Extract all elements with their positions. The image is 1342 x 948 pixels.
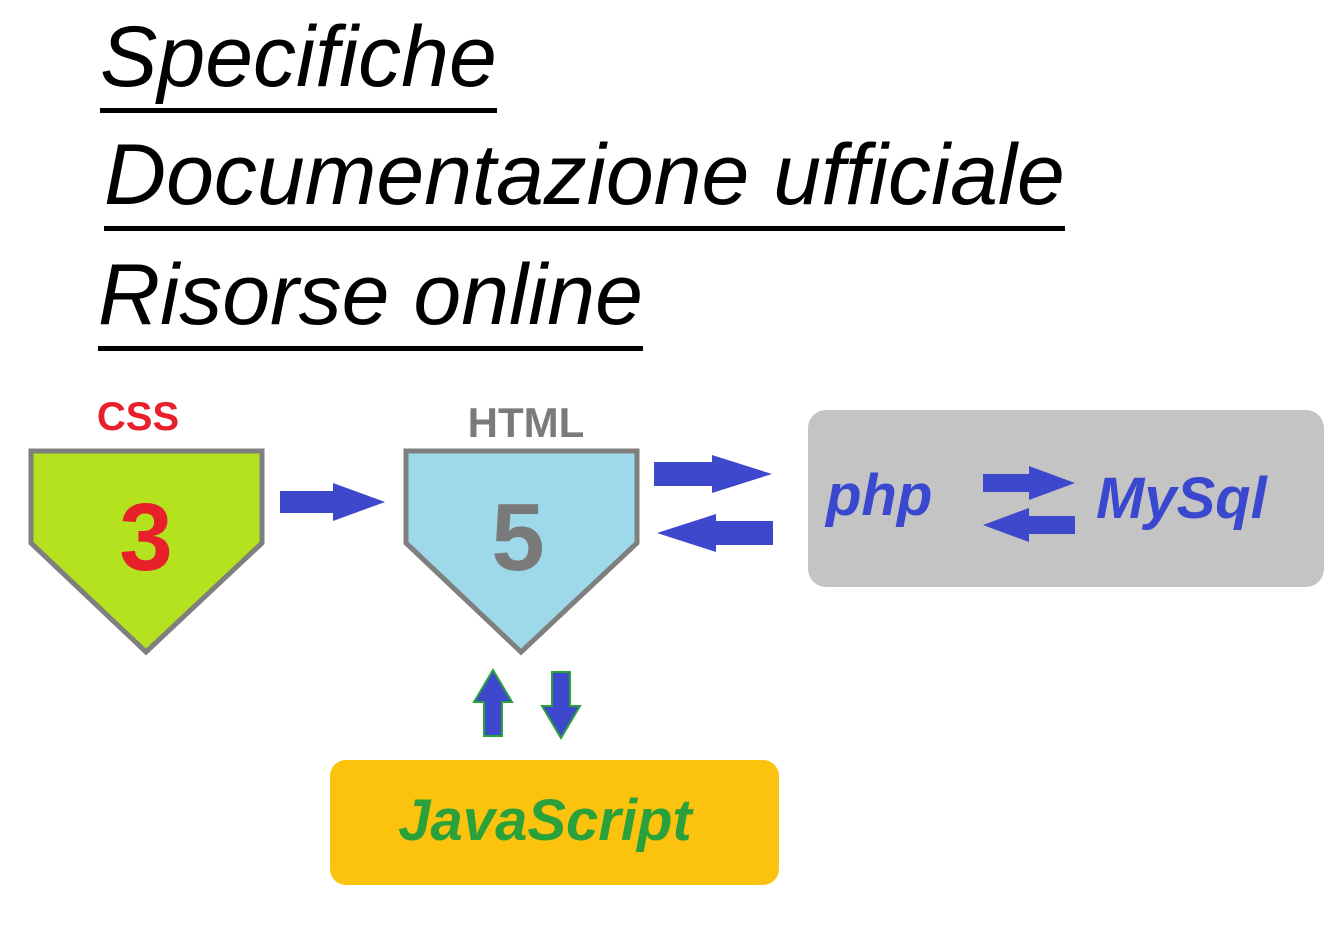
heading-documentazione-ufficiale: Documentazione ufficiale xyxy=(104,132,1065,231)
php-label: php xyxy=(824,463,932,528)
server-box: php MySql xyxy=(808,410,1324,587)
css-shield-shape xyxy=(28,448,265,656)
html-label: HTML xyxy=(468,399,585,446)
mysql-label: MySql xyxy=(1096,466,1269,531)
javascript-box: JavaScript xyxy=(330,760,779,885)
arrow-js-to-html xyxy=(472,668,514,737)
javascript-label: JavaScript xyxy=(398,788,694,853)
css-label: CSS xyxy=(97,395,179,439)
css-version-number: 3 xyxy=(119,484,172,591)
server-box-background xyxy=(808,410,1324,587)
arrow-mysql-to-php xyxy=(983,508,1075,542)
html-shield-shape xyxy=(403,448,640,656)
css-badge: CSS 3 xyxy=(28,395,265,656)
arrow-server-to-html xyxy=(657,514,773,552)
arrow-css-to-html xyxy=(280,483,385,521)
html-version-number: 5 xyxy=(491,484,544,591)
heading-specifiche: Specifiche xyxy=(100,14,497,113)
arrow-html-to-js xyxy=(540,671,582,740)
arrow-html-to-server xyxy=(654,455,772,493)
heading-risorse-online: Risorse online xyxy=(98,252,643,351)
html-badge: HTML 5 xyxy=(403,399,640,656)
arrow-php-to-mysql xyxy=(983,466,1075,500)
javascript-box-background xyxy=(330,760,779,885)
